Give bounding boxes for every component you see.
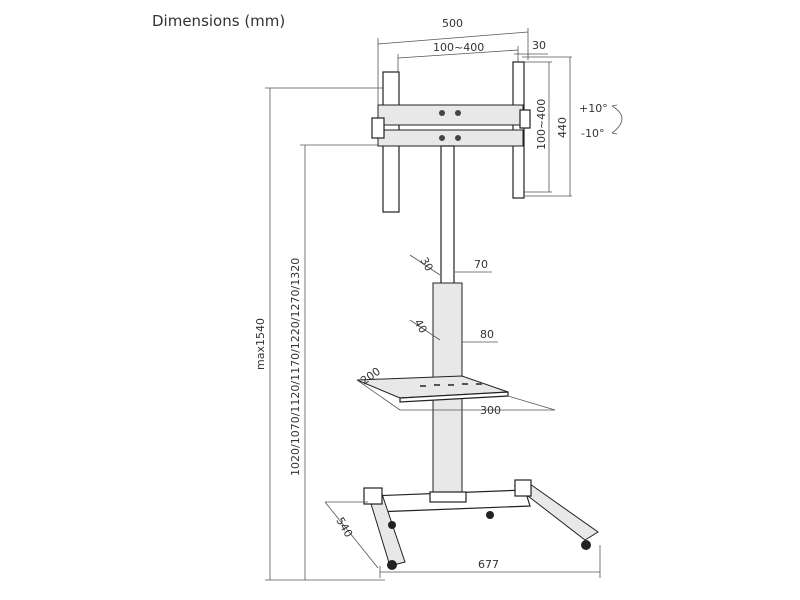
diagram-title: Dimensions (mm) (152, 12, 286, 30)
width-dimensions: 500 100~400 30 (377, 17, 548, 130)
max-height-label: max1540 (254, 318, 267, 370)
tilt-up-label: +10° (579, 102, 608, 115)
lower-pole-depth-label: 40 (411, 317, 429, 336)
vesa-vertical-label: 100~400 (535, 99, 548, 150)
max-height-dimension: max1540 (254, 87, 385, 581)
height-positions-label: 1020/1070/1120/1170/1220/1270/1320 (289, 258, 302, 476)
overall-width-label: 500 (442, 17, 463, 30)
mount-height-dimensions: 100~400 440 +10° -10° (520, 56, 623, 197)
base-width-label: 677 (478, 558, 499, 571)
shelf: 200 300 (356, 365, 556, 417)
vesa-horizontal-label: 100~400 (433, 41, 484, 54)
pole-dimensions: 30 70 40 80 (409, 254, 498, 343)
tv-mount-bracket (371, 61, 531, 213)
upper-pole-width-label: 70 (474, 258, 488, 271)
shelf-width-label: 300 (480, 404, 501, 417)
lower-pole-width-label: 80 (480, 328, 494, 341)
mount-depth-label: 30 (532, 39, 546, 52)
stand-base (363, 479, 599, 570)
tilt-arrow-icon (611, 105, 623, 134)
stand-pole (432, 145, 463, 499)
upper-pole-depth-label: 30 (417, 255, 435, 274)
mount-height-label: 440 (556, 117, 569, 138)
height-positions-dimension: 1020/1070/1120/1170/1220/1270/1320 (289, 144, 385, 580)
caster-wheel-icon (387, 511, 591, 570)
tilt-down-label: -10° (581, 127, 604, 140)
